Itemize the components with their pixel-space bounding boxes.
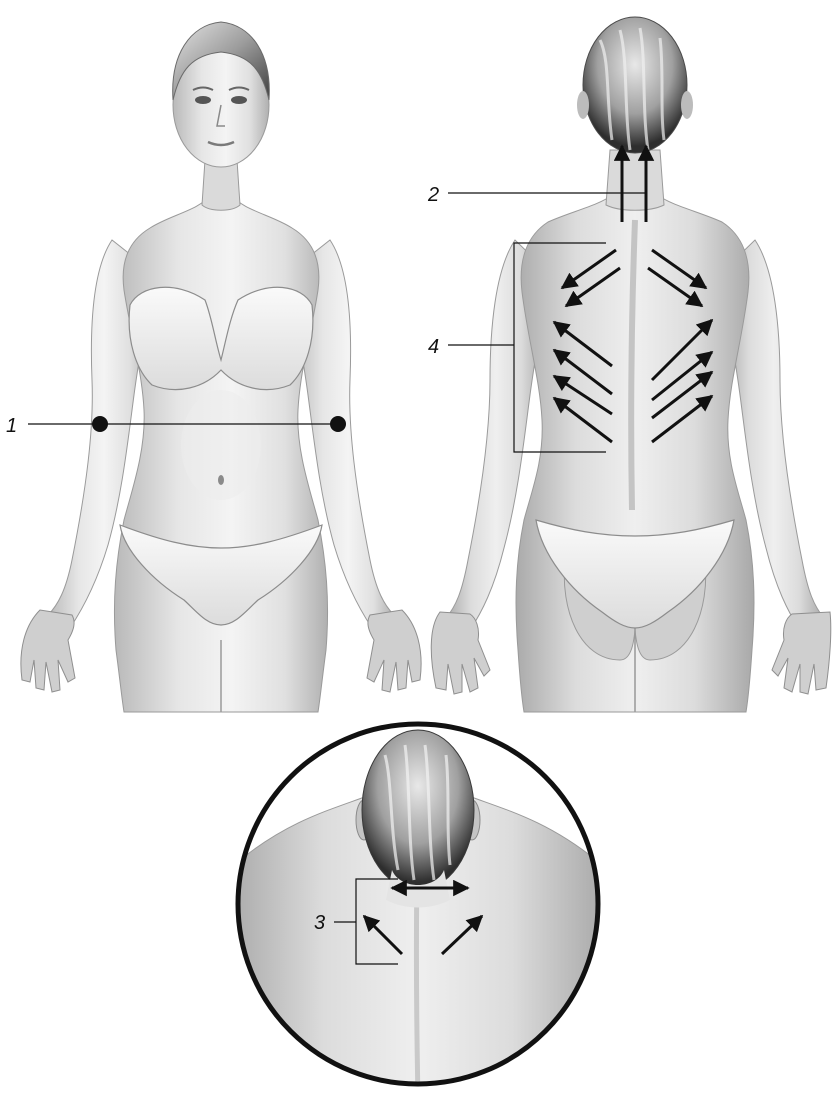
label-1: 1 xyxy=(6,415,17,437)
label-2: 2 xyxy=(427,184,439,206)
acupoint-right-marker xyxy=(330,416,346,432)
back-figure xyxy=(431,17,831,712)
label-3: 3 xyxy=(314,912,325,934)
neck-closeup-inset xyxy=(230,724,606,1099)
front-figure xyxy=(21,22,421,712)
acupoint-left-marker xyxy=(92,416,108,432)
label-4: 4 xyxy=(428,336,439,358)
